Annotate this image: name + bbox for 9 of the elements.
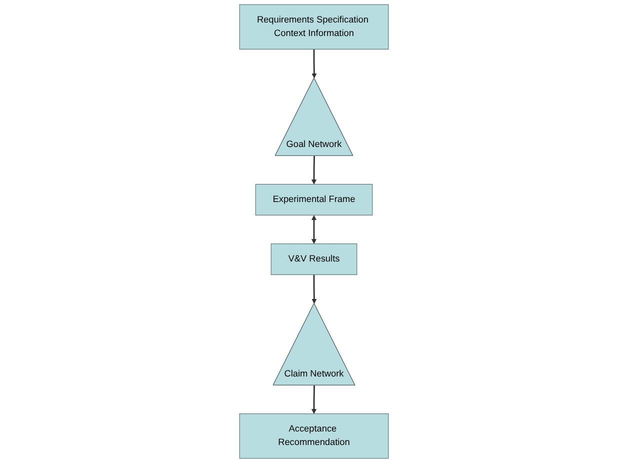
arrow xyxy=(311,156,317,184)
node-box: Acceptance Recommendation xyxy=(239,413,389,459)
arrow xyxy=(312,49,317,78)
node-box: V&V Results xyxy=(270,243,358,275)
arrow xyxy=(311,385,317,414)
arrow xyxy=(311,215,317,244)
arrow xyxy=(312,274,317,304)
node-box: Requirements Specification Context Information xyxy=(239,4,389,50)
node-box: Experimental Frame xyxy=(255,184,373,216)
